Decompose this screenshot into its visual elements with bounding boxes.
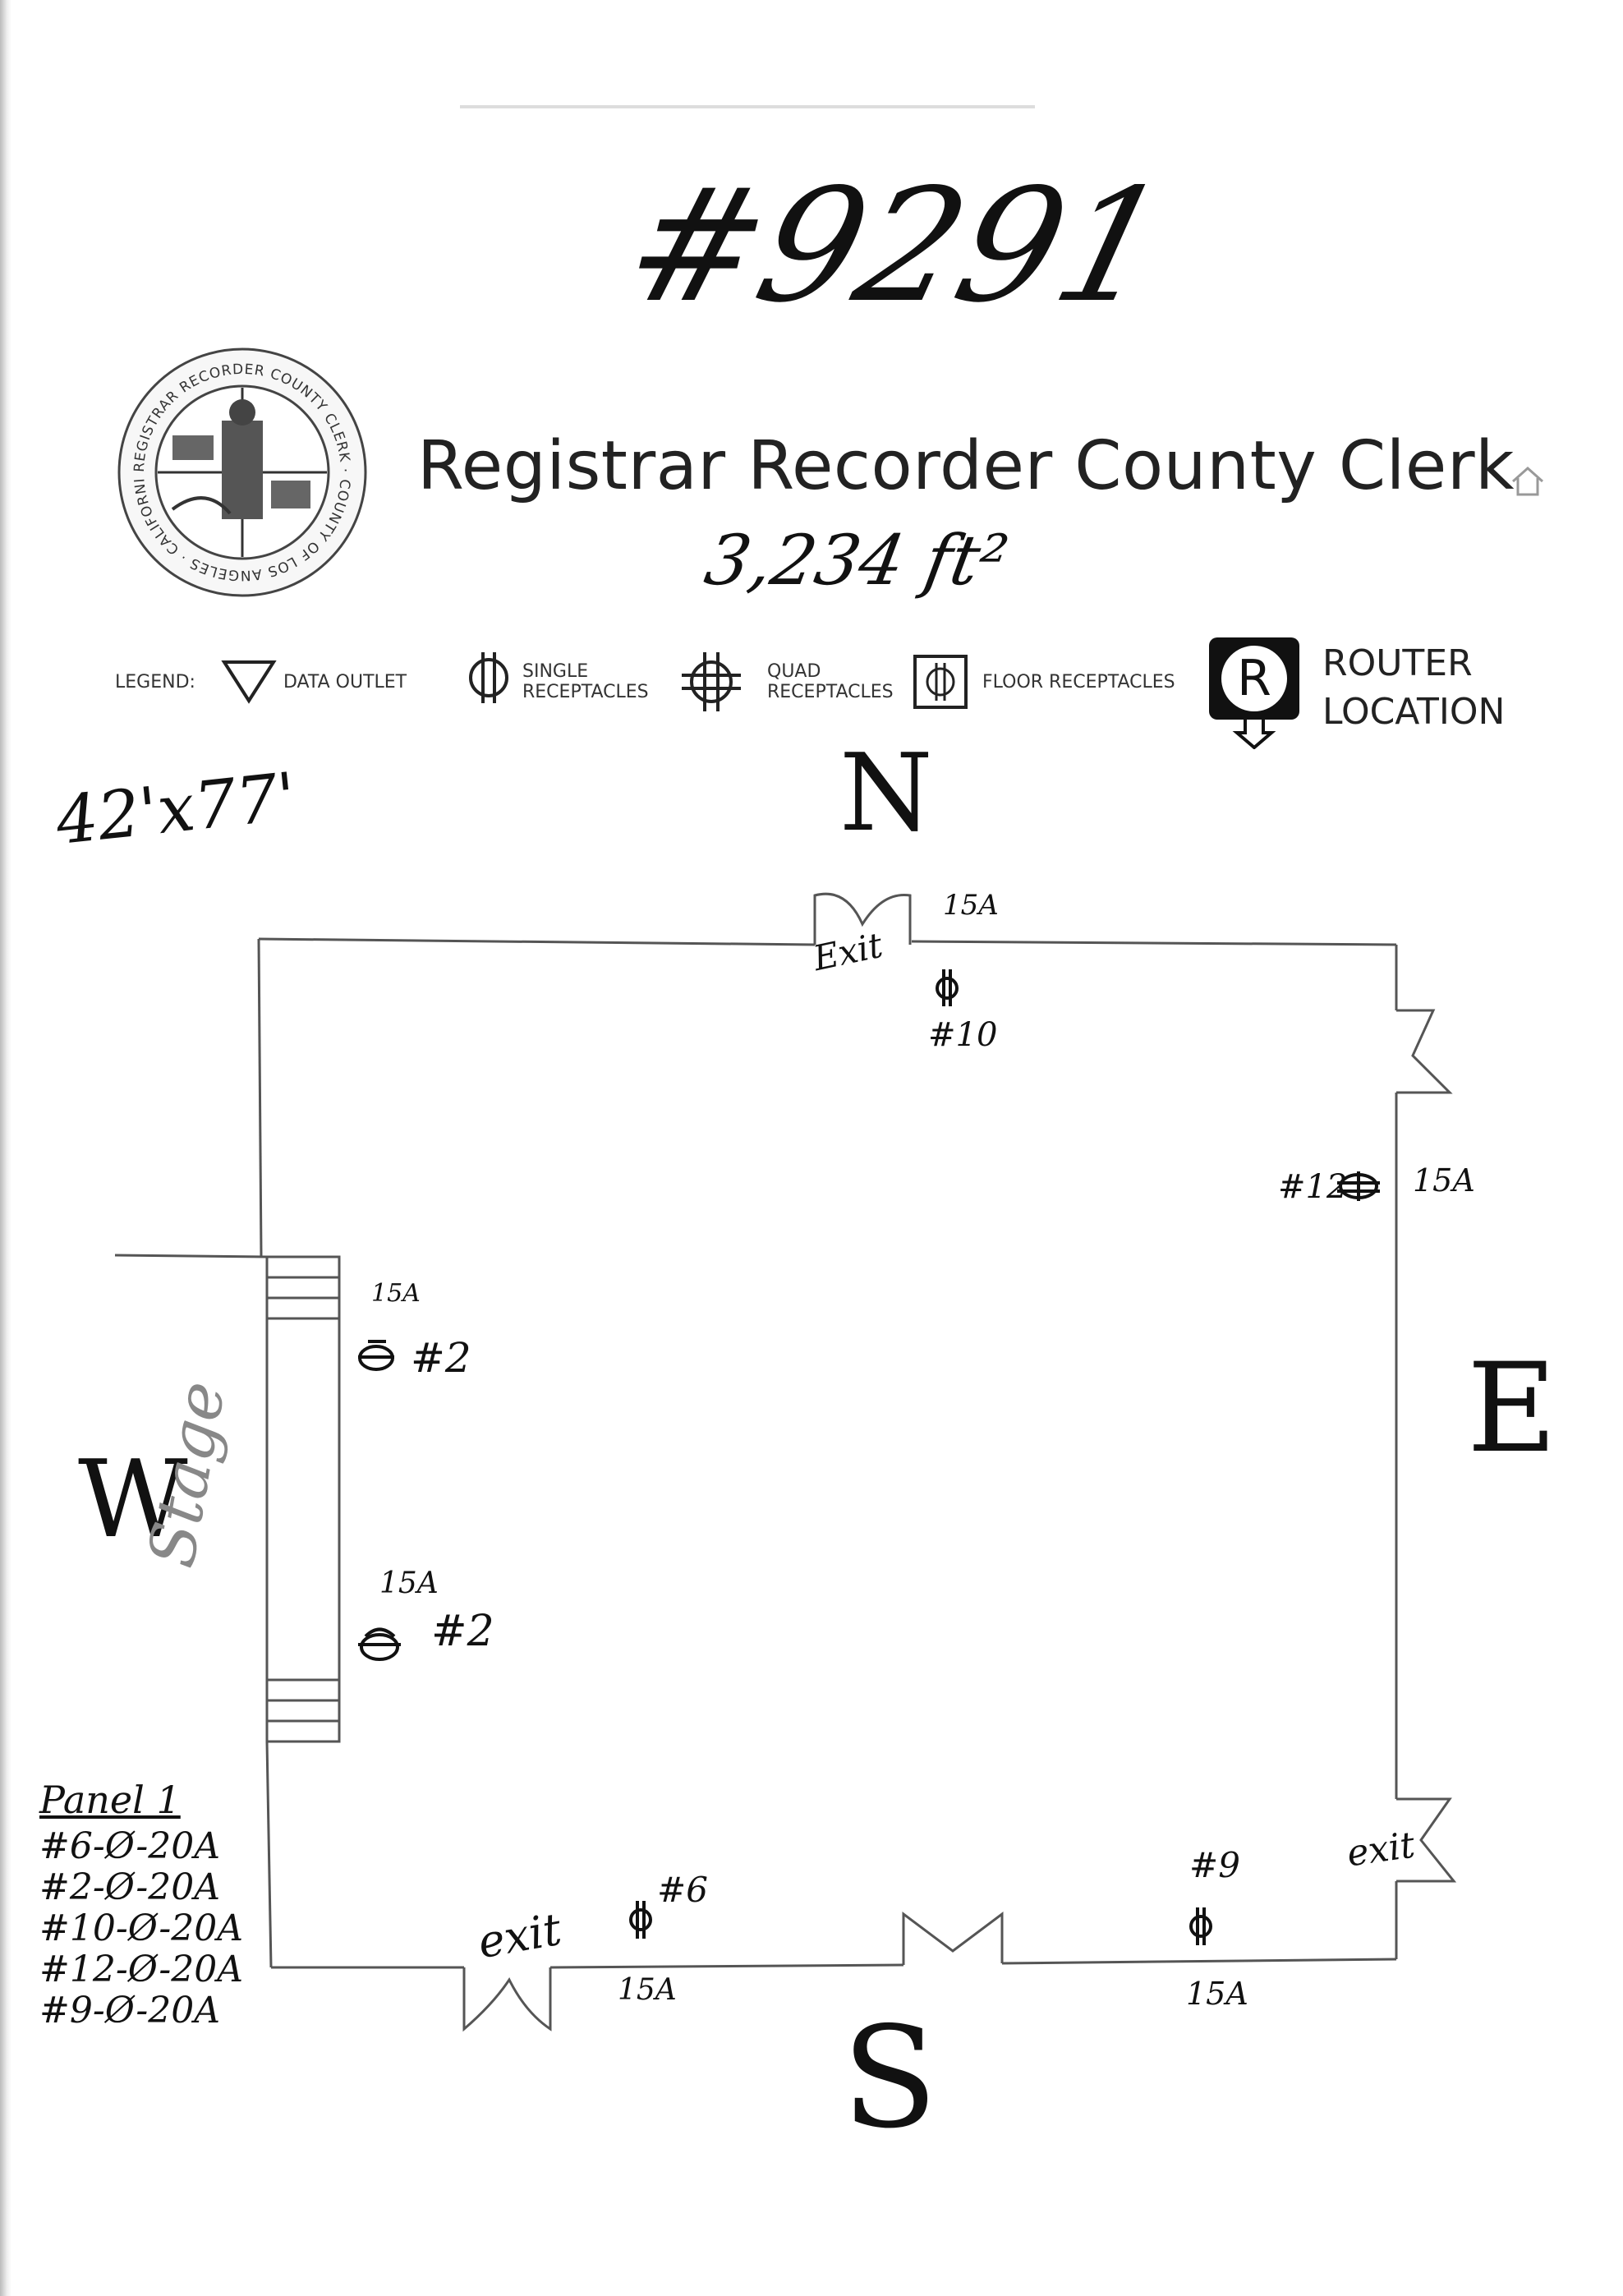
router-label-line-1: ROUTER (1322, 642, 1473, 684)
southeast-exit-label: exit (1344, 1824, 1418, 1875)
scan-top-artifact (460, 105, 1035, 108)
panel-title: Panel 1 (39, 1778, 181, 1822)
outlet-10-circuit: #10 (928, 1016, 998, 1054)
panel-line: #9-Ø-20A (39, 1990, 221, 2031)
compass-west: W (78, 1437, 188, 1562)
outlet-2-lower-amps: 15A (379, 1567, 439, 1600)
outlet-10-amps: 15A (943, 889, 999, 922)
compass-north: N (839, 730, 933, 855)
data-outlet-icon (221, 660, 277, 704)
legend-data-outlet-label: DATA OUTLET (283, 672, 407, 692)
legend-single-receptacle-label: SINGLE RECEPTACLES (522, 661, 649, 703)
legend-quad-receptacle-label: QUAD RECEPTACLES (767, 661, 894, 703)
panel-schedule: Panel 1 #6-Ø-20A #2-Ø-20A #10-Ø-20A #12-… (39, 1781, 243, 2029)
floor-receptacle-icon (913, 655, 968, 709)
scan-edge (0, 0, 11, 2296)
panel-line: #10-Ø-20A (39, 1907, 244, 1949)
outlet-9-circuit: #9 (1189, 1845, 1240, 1885)
outlet-symbol-9 (1189, 1907, 1212, 1945)
outlet-symbol-2-lower (358, 1627, 401, 1661)
router-letter: R (1237, 650, 1271, 707)
legend-floor-receptacle-label: FLOOR RECEPTACLES (982, 672, 1175, 692)
outlet-6-amps: 15A (618, 1973, 677, 2007)
outlet-symbol-6 (629, 1901, 652, 1939)
page-title: Registrar Recorder County Clerk (417, 427, 1515, 505)
panel-line: #12-Ø-20A (39, 1949, 244, 1990)
single-receptacle-icon (469, 652, 508, 703)
outlet-12-circuit: #12 (1278, 1168, 1348, 1206)
quad-receptacle-icon (682, 652, 741, 711)
outlet-2-upper-circuit: #2 (411, 1334, 471, 1382)
router-location-icon: R (1209, 637, 1299, 749)
router-location-label: ROUTER LOCATION (1322, 639, 1505, 737)
outlet-symbol-2-upper (358, 1340, 394, 1371)
router-label-line-2: LOCATION (1322, 691, 1506, 734)
legend-label: LEGEND: (115, 672, 195, 692)
outlet-2-lower-circuit: #2 (431, 1607, 494, 1656)
panel-line: #6-Ø-20A (39, 1825, 221, 1867)
compass-south: S (842, 1997, 938, 2160)
compass-east: E (1467, 1337, 1557, 1480)
home-icon (1512, 466, 1543, 496)
outlet-12-amps: 15A (1413, 1162, 1475, 1199)
outlet-symbol-12 (1337, 1171, 1380, 1201)
outlet-symbol-10 (936, 969, 959, 1006)
county-seal-icon: REGISTRAR RECORDER COUNTY CLERK · COUNTY… (115, 345, 367, 597)
panel-line: #2-Ø-20A (39, 1866, 221, 1908)
outlet-2-upper-amps: 15A (371, 1279, 421, 1308)
outlet-6-circuit: #6 (657, 1870, 708, 1910)
outlet-9-amps: 15A (1186, 1976, 1248, 2012)
